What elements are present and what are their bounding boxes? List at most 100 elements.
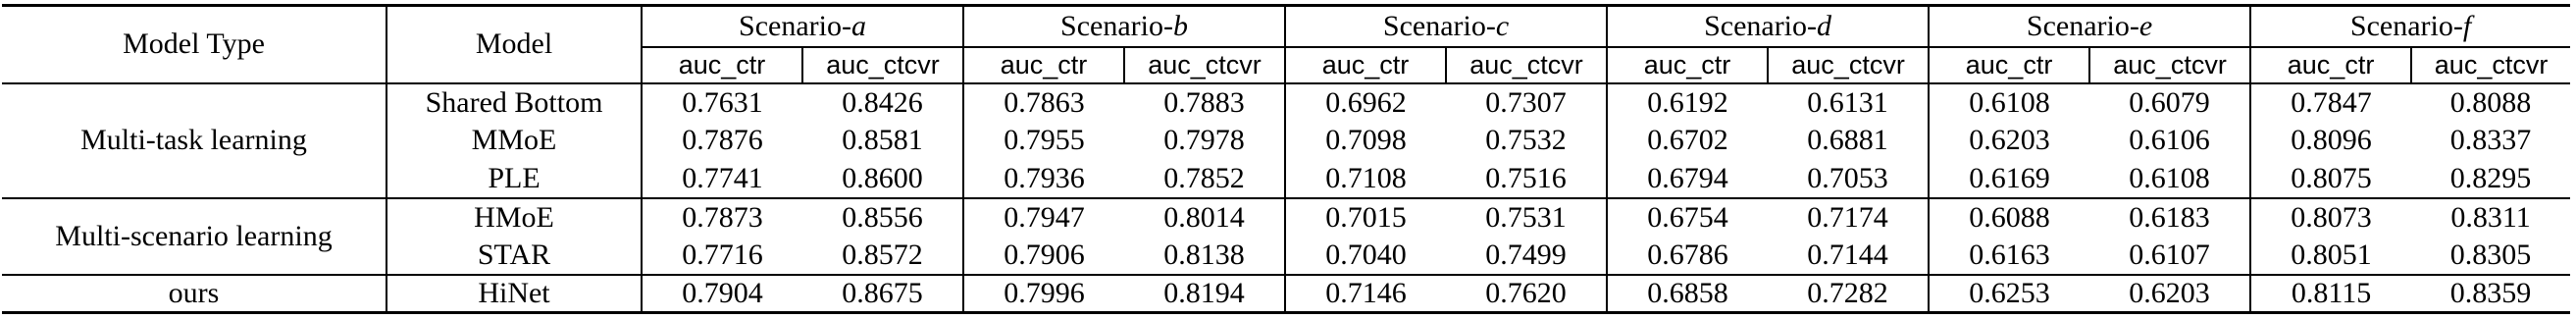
metric-value: 0.6079 [2089,81,2252,122]
metric-value: 0.7282 [1768,273,1931,314]
metric-value: 0.6088 [1929,196,2090,237]
metric-value: 0.6203 [1969,124,2050,156]
model-name: PLE [386,159,643,198]
metric-value: 0.8600 [802,159,965,198]
metric-header: auc_ctr [1929,45,2091,83]
metric-value: 0.7053 [1768,159,1931,198]
metric-value: 0.8194 [1124,273,1287,314]
metric-value: 0.6754 [1607,196,1769,237]
metric-value: 0.7531 [1446,196,1609,237]
header-row-metrics: auc_ctr auc_ctcvr auc_ctr auc_ctcvr auc_… [2,45,2571,83]
metric-header: auc_ctr [1607,45,1770,83]
metric-value: 0.7947 [963,196,1125,237]
metric-value: 0.7040 [1325,238,1407,271]
metric-header: auc_ctcvr [1768,45,1931,83]
scenario-letter: e [2138,9,2153,42]
scenario-header: Scenario-e [1929,4,2252,47]
metric-header: auc_ctcvr [2089,45,2252,83]
metric-value: 0.7098 [1325,124,1407,156]
metric-value: 0.8426 [802,81,965,122]
metric-value: 0.7620 [1446,273,1609,314]
metric-value: 0.6192 [1607,81,1769,122]
model-name: MMoE [386,121,643,160]
metric-value: 0.7741 [682,161,763,194]
metric-header: auc_ctcvr [1446,45,1609,83]
metric-value: 0.7716 [682,238,763,271]
metric-value: 0.6106 [2089,121,2252,160]
header-row-scenarios: Model Type Model Scenario-a Scenario-b S… [2,4,2571,83]
metric-value: 0.8088 [2411,81,2571,122]
model-name: HMoE [386,196,643,237]
metric-value: 0.8337 [2449,124,2532,156]
metric-value: 0.8096 [2291,124,2372,156]
metric-value: 0.7144 [1768,236,1931,275]
model-type-header: Model Type [2,4,387,83]
scenario-prefix: Scenario- [1382,9,1496,42]
metric-value: 0.6203 [2089,273,2252,314]
model-name: STAR [386,236,643,275]
metric-value: 0.6108 [1929,81,2090,122]
metric-value: 0.8359 [2411,273,2571,314]
metric-value: 0.8311 [2411,196,2571,237]
metric-value: 0.7174 [1768,196,1931,237]
metric-value: 0.7532 [1446,121,1609,160]
scenario-letter: d [1817,9,1832,42]
metric-value: 0.7876 [682,124,763,156]
metric-value: 0.8115 [2250,273,2412,314]
metric-value: 0.7852 [1124,159,1287,198]
scenario-prefix: Scenario- [739,9,851,42]
scenario-prefix: Scenario- [2026,9,2139,42]
metric-header: auc_ctr [2250,45,2413,83]
metric-value: 0.7108 [1325,161,1407,194]
model-header: Model [386,4,643,83]
metric-value: 0.6131 [1768,81,1931,122]
metric-value: 0.6183 [2089,196,2252,237]
metric-value: 0.7516 [1446,159,1609,198]
scenario-prefix: Scenario- [1060,9,1173,42]
group-label: Multi-scenario learning [2,196,387,275]
metric-value: 0.6962 [1285,81,1447,122]
metric-value: 0.7955 [1004,124,1085,156]
metric-value: 0.8295 [2449,161,2532,194]
scenario-letter: c [1495,9,1510,42]
group-label: ours [2,273,387,314]
scenario-prefix: Scenario- [2349,9,2463,42]
metric-value: 0.7307 [1446,81,1609,122]
metric-value: 0.8138 [1124,236,1287,275]
scenario-header: Scenario-a [642,4,965,47]
metric-value: 0.7906 [1004,238,1085,271]
metric-value: 0.6702 [1647,124,1728,156]
scenario-letter: f [2462,9,2472,42]
metric-value: 0.8073 [2250,196,2412,237]
scenario-header: Scenario-c [1285,4,1609,47]
metric-value: 0.7996 [963,273,1125,314]
metric-value: 0.6858 [1607,273,1769,314]
metric-header: auc_ctcvr [2411,45,2571,83]
group-label: Multi-task learning [2,81,387,198]
metric-header: auc_ctr [963,45,1126,83]
metric-value: 0.8581 [802,121,965,160]
metric-value: 0.8572 [802,236,965,275]
metric-value: 0.7146 [1285,273,1447,314]
metric-value: 0.7015 [1285,196,1447,237]
model-name: Shared Bottom [386,81,643,122]
metric-header: auc_ctr [1285,45,1448,83]
metric-value: 0.7499 [1446,236,1609,275]
metric-value: 0.8051 [2291,238,2372,271]
table-header: Model Type Model Scenario-a Scenario-b S… [2,4,2571,83]
results-table: Model Type Model Scenario-a Scenario-b S… [2,4,2571,314]
metric-value: 0.8075 [2291,161,2372,194]
scenario-header: Scenario-d [1607,4,1931,47]
metric-value: 0.6108 [2089,159,2252,198]
metric-value: 0.6163 [1969,238,2050,271]
metric-value: 0.6794 [1647,161,1728,194]
metric-value: 0.6881 [1768,121,1931,160]
scenario-header: Scenario-f [2250,4,2571,47]
metric-value: 0.7631 [642,81,802,122]
metric-header: auc_ctcvr [1124,45,1287,83]
